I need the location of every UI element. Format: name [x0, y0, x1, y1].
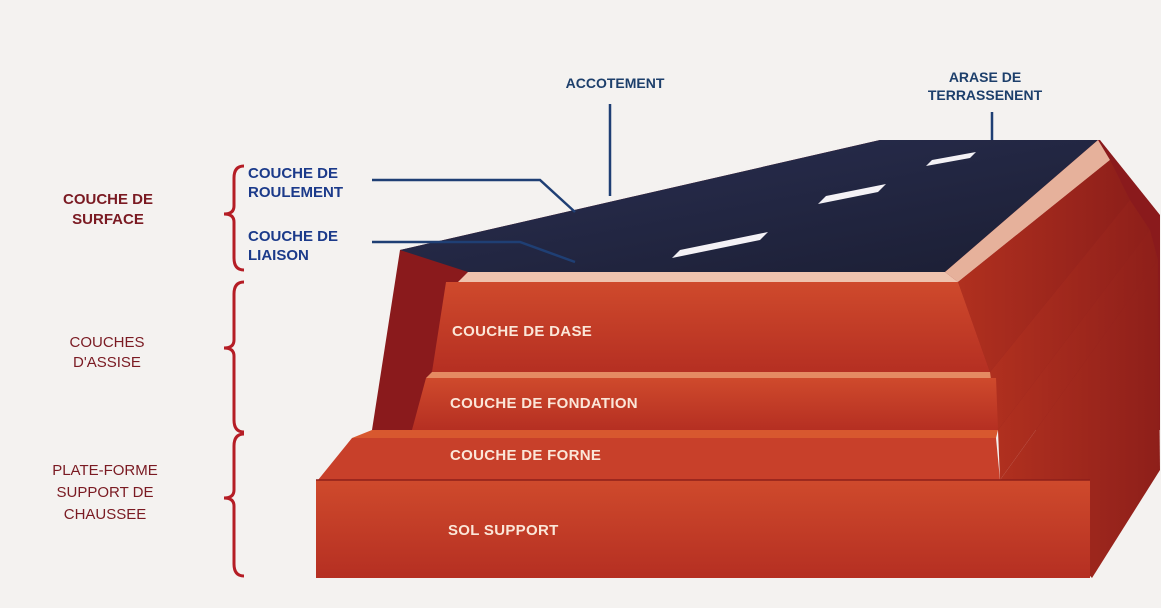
- leader-roulement: [372, 178, 576, 213]
- asphalt-edge: [945, 140, 1110, 282]
- label-layer-sol: SOL SUPPORT: [448, 522, 559, 539]
- layer-forme-front: [318, 438, 1000, 480]
- label-couche-roulement: COUCHE DE ROULEMENT: [248, 165, 343, 201]
- layer-fondation-side: [990, 200, 1150, 430]
- asphalt-front-edge: [458, 272, 958, 282]
- label-layer-fondation: COUCHE DE FONDATION: [450, 395, 638, 412]
- layer-forme-side: [998, 230, 1158, 480]
- label-plate-forme: PLATE-FORME SUPPORT DE CHAUSSEE: [52, 462, 158, 523]
- leader-liaison: [372, 240, 576, 264]
- layer-sol-front: [316, 480, 1090, 578]
- lane-marking: [926, 152, 976, 166]
- lane-marking: [818, 184, 886, 204]
- label-couche-liaison: COUCHE DE LIAISON: [248, 228, 339, 264]
- layer-base-front: [432, 282, 990, 372]
- label-layer-base: COUCHE DE DASE: [452, 323, 593, 340]
- brace-plate-forme: [223, 432, 245, 578]
- layer-base-side: [958, 160, 1130, 372]
- brace-couches-assise: [223, 280, 245, 434]
- label-arase: ARASE DE TERRASSENENT: [927, 69, 1043, 103]
- brace-couche-surface: [223, 164, 245, 272]
- label-layer-forme: COUCHE DE FORNE: [450, 447, 602, 464]
- label-accotement: ACCOTEMENT: [565, 75, 665, 91]
- label-couche-surface: COUCHE DE SURFACE: [62, 191, 153, 228]
- label-couches-assise: COUCHES D'ASSISE: [69, 334, 145, 371]
- lane-marking: [672, 232, 768, 258]
- layer-forme-top: [352, 430, 998, 438]
- layer-fondation-top: [426, 372, 996, 378]
- layer-fondation-front: [412, 378, 998, 430]
- asphalt-surface: [400, 140, 1098, 272]
